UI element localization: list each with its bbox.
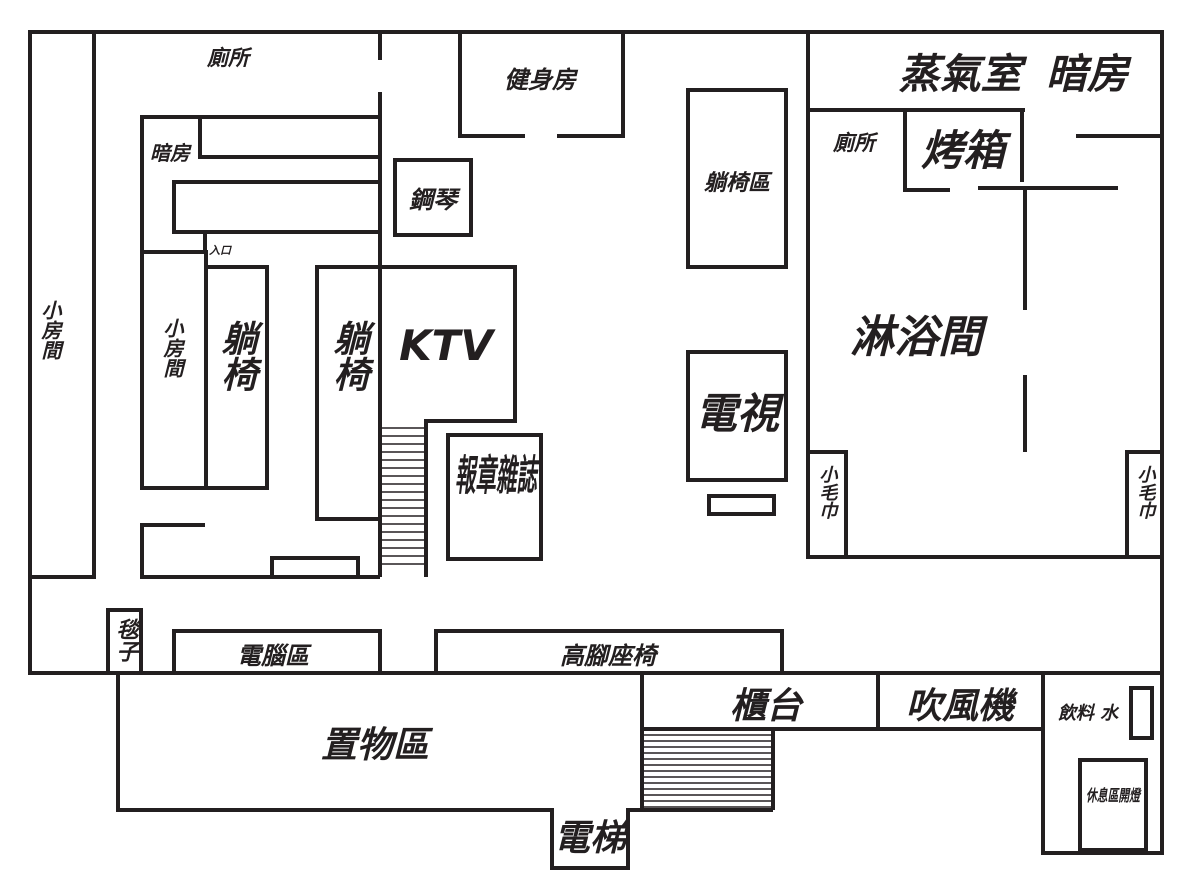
- label-elevator: 電梯: [554, 818, 630, 859]
- gym-walls: [458, 32, 525, 138]
- label-shower-room: 淋浴間: [850, 312, 988, 363]
- label-entrance: 入口: [209, 244, 232, 257]
- tv-stand: [707, 494, 776, 516]
- label-restroom-right: 廁所: [832, 131, 879, 155]
- lounge-chair-area: [686, 88, 788, 269]
- label-small-room-inner: 小房間: [160, 318, 184, 378]
- label-storage-area: 置物區: [321, 725, 434, 766]
- label-drinking-water: 飲料 水: [1058, 703, 1120, 724]
- label-steam-room: 蒸氣室: [899, 50, 1028, 98]
- label-gym: 健身房: [504, 66, 579, 94]
- label-rest-area-lights: 休息區開燈: [1086, 786, 1142, 805]
- label-bar-stools: 高腳座椅: [560, 642, 660, 670]
- label-tv: 電視: [695, 389, 785, 438]
- piano-box: [393, 158, 473, 237]
- bottom-row: [30, 608, 1162, 852]
- label-hair-dryer: 吹風機: [906, 686, 1019, 727]
- stairs-counter: [644, 734, 773, 808]
- label-ktv: KTV: [399, 321, 496, 370]
- label-blanket: 毯子: [113, 617, 138, 662]
- label-counter: 櫃台: [730, 686, 804, 727]
- newspaper-rack: [446, 433, 543, 561]
- label-small-towel-right: 小毛巾: [1135, 465, 1156, 519]
- label-dark-room-left: 暗房: [150, 141, 192, 165]
- label-computer-area: 電腦區: [237, 642, 312, 670]
- upper-left-block: [140, 32, 382, 579]
- label-lounge-chair-2: 躺椅: [327, 320, 370, 392]
- right-block: [806, 32, 1164, 559]
- label-newspapers-magazines: 報章雜誌: [455, 451, 540, 500]
- label-piano: 鋼琴: [409, 186, 461, 214]
- tv-box: [686, 350, 788, 482]
- label-dark-room-top: 暗房: [1046, 50, 1132, 98]
- ktv-block: [380, 265, 517, 577]
- label-lounge-chair-1: 躺椅: [215, 320, 258, 392]
- label-small-room-left: 小房間: [38, 300, 62, 360]
- label-oven: 烤箱: [921, 126, 1012, 175]
- stairs-ktv: [382, 427, 424, 565]
- label-small-towel-left: 小毛巾: [817, 465, 838, 519]
- label-lounge-chair-area-top: 躺椅區: [704, 171, 773, 196]
- label-restroom-top: 廁所: [206, 46, 253, 70]
